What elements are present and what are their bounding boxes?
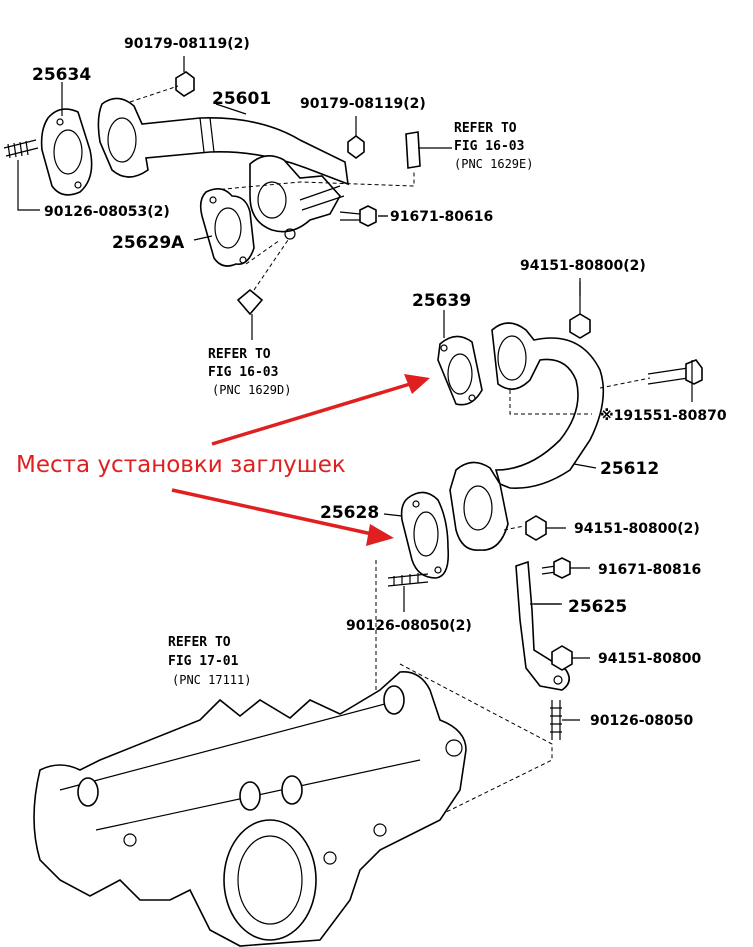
label-94151-80800-mid: 94151-80800(2)	[574, 521, 700, 537]
label-94151-80800-top: 94151-80800(2)	[520, 258, 646, 274]
gasket-25629A	[199, 188, 255, 267]
ref-pipe-stub-e	[405, 131, 421, 169]
label-25628: 25628	[320, 503, 379, 523]
ref-16-03-d-line3: (PNC 1629D)	[212, 383, 291, 397]
arrowhead-upper	[404, 374, 430, 394]
ref-17-01-line2: FIG 17-01	[168, 654, 239, 669]
label-25625: 25625	[568, 597, 627, 617]
label-91551-80870: ※191551-80870	[600, 408, 727, 424]
label-90179-top: 90179-08119(2)	[124, 36, 250, 52]
leader-lines	[61, 82, 597, 605]
bolt-91671-80816	[541, 557, 590, 579]
arrow-to-25628	[171, 488, 373, 536]
label-91671-80616: 91671-80616	[390, 209, 493, 225]
label-90126-08050-right: 90126-08050	[590, 713, 693, 729]
label-90179-mid: 90179-08119(2)	[300, 96, 426, 112]
ref-16-03-e-line3: (PNC 1629E)	[454, 157, 533, 171]
nut-90179-top	[175, 56, 195, 97]
label-91671-80816: 91671-80816	[598, 562, 701, 578]
label-25612: 25612	[600, 459, 659, 479]
gasket-25634	[40, 108, 93, 196]
label-25634: 25634	[32, 65, 91, 85]
arrowhead-lower	[366, 524, 394, 546]
ref-16-03-d-line2: FIG 16-03	[208, 365, 278, 380]
nut-94151-80800-mid	[525, 515, 566, 541]
ref-17-01-line1: REFER TO	[168, 635, 231, 650]
bracket-25625	[515, 560, 570, 691]
annotation-text: Места установки заглушек	[16, 452, 346, 478]
annotation-arrows	[171, 374, 430, 546]
pipe-25601	[97, 97, 363, 240]
label-90126-08053: 90126-08053(2)	[44, 204, 170, 220]
stud-90126-08053	[3, 139, 40, 211]
label-25629A: 25629A	[112, 233, 185, 253]
gasket-25639	[437, 335, 483, 406]
bolt-91551-80870	[647, 359, 703, 402]
ref-16-03-e-line1: REFER TO	[454, 121, 517, 136]
nut-90179-mid	[347, 116, 365, 159]
ref-16-03-d-line1: REFER TO	[208, 347, 271, 362]
label-94151-80800-low: 94151-80800	[598, 651, 701, 667]
label-90126-08050-left: 90126-08050(2)	[346, 618, 472, 634]
pipe-25612	[449, 322, 605, 551]
gasket-25628	[400, 491, 450, 579]
intake-manifold	[33, 671, 467, 947]
ref-17-01-line3: (PNC 17111)	[172, 673, 251, 687]
ref-pipe-stub-d	[236, 239, 289, 340]
ref-16-03-e-line2: FIG 16-03	[454, 139, 524, 154]
stud-90126-08050-left	[387, 573, 429, 612]
arrow-to-25639	[211, 382, 411, 446]
nut-94151-80800-low	[551, 645, 590, 671]
stud-90126-08050-right	[550, 700, 580, 740]
label-25639: 25639	[412, 291, 471, 311]
label-25601: 25601	[212, 89, 271, 109]
